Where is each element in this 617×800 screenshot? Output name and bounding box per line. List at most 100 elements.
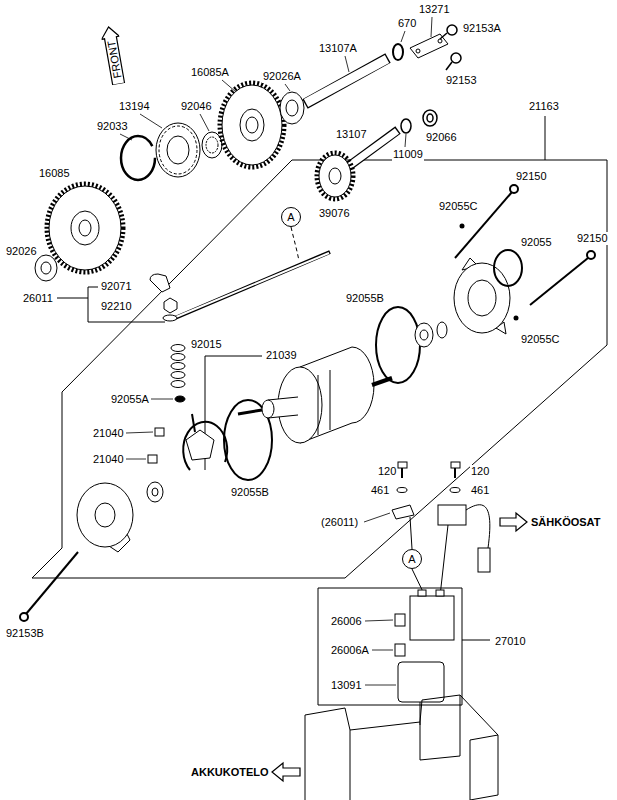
o-ring [494, 250, 522, 286]
through-bolt [587, 251, 595, 259]
callout-number: 21040 [92, 427, 125, 440]
callout-number: 26006 [330, 615, 363, 628]
callout-number: 26006A [330, 644, 370, 657]
brush-holder [155, 428, 164, 436]
bolt [440, 25, 461, 70]
callout-number: 120 [470, 465, 490, 478]
washer-nut [401, 110, 437, 133]
callout-number: 92066 [425, 131, 458, 144]
relay-hardware [466, 505, 490, 548]
snap-ring [121, 136, 155, 180]
washer-nut [423, 110, 437, 126]
direction-text: FRONT [99, 24, 127, 85]
terminal-rod [175, 252, 330, 318]
relay-hardware [478, 548, 490, 572]
callout-number: 92055 [520, 236, 553, 249]
washer-stack [171, 345, 185, 403]
starter-motor [262, 400, 274, 418]
shaft [306, 59, 387, 103]
washer-nut [401, 119, 411, 133]
relay-hardware [450, 488, 460, 493]
direction-arrow [500, 513, 527, 531]
bolt [440, 33, 447, 39]
direction-label: SÄHKÖOSAT [530, 516, 601, 529]
rear-cover [468, 280, 496, 316]
relay-hardware [451, 462, 460, 468]
starter-motor [238, 347, 392, 443]
callout-number: 670 [397, 17, 417, 30]
callout-number: 92055C [438, 200, 479, 213]
gear-39076 [317, 153, 353, 199]
callout-number: 92033 [96, 120, 129, 133]
washer-stack [171, 363, 185, 370]
snap-ring [121, 136, 155, 180]
starter-clutch [167, 136, 189, 164]
shaft [305, 58, 388, 104]
bolt [20, 552, 78, 621]
relay-hardware [395, 614, 405, 626]
group-bracket [32, 116, 607, 578]
gear-39076 [329, 168, 341, 184]
o-ring [393, 44, 403, 60]
reference-circle: A [281, 207, 301, 227]
callout-number: 21040 [92, 453, 125, 466]
front-cover [147, 482, 163, 502]
front-cover [152, 488, 158, 496]
group-bracket [318, 588, 490, 705]
callout-number: 92153B [5, 627, 45, 640]
o-ring [393, 44, 403, 60]
starter-motor [318, 370, 330, 435]
callout-number: 92026 [5, 245, 38, 258]
brush-holder [183, 422, 227, 470]
gear-16085 [47, 184, 123, 272]
rear-cover [420, 330, 428, 340]
o-ring [376, 307, 420, 383]
callout-number: 13107 [335, 128, 368, 141]
gear-16085a [220, 83, 284, 167]
callout-number: 13194 [118, 100, 151, 113]
relay-hardware [392, 505, 414, 519]
bolt [20, 613, 28, 621]
gear-16085a [246, 117, 258, 133]
callout-number: 92153A [462, 22, 502, 35]
starter-clutch [156, 123, 200, 177]
callout-number: 27010 [494, 635, 527, 648]
reference-circle: A [402, 549, 422, 569]
callout-number: 21039 [265, 349, 298, 362]
front-cover [95, 503, 115, 527]
relay-hardware [401, 468, 403, 478]
washer-stack [171, 381, 185, 388]
direction-label: AKKUKOTELO [190, 766, 270, 779]
terminal-rod [150, 274, 170, 292]
starter-motor [238, 410, 262, 414]
callout-number: 13107A [318, 42, 358, 55]
callout-number: 120 [377, 465, 397, 478]
bearing [280, 92, 304, 124]
bolt [26, 552, 78, 614]
arrow-outline [99, 25, 127, 85]
relay-hardware [440, 525, 448, 596]
bolt [447, 25, 457, 35]
reference-line [291, 227, 299, 261]
callout-number: 92055C [520, 333, 561, 346]
callout-number: 16085 [38, 167, 71, 180]
front-arrow: FRONT [99, 24, 127, 85]
reference-line [291, 227, 299, 261]
relay-hardware [438, 505, 466, 525]
relay-hardware [436, 590, 444, 596]
plate [410, 34, 448, 58]
relay-hardware [412, 569, 425, 596]
gear-39076 [319, 155, 351, 197]
washer-stack [175, 396, 185, 402]
callout-number: 92150 [576, 232, 609, 245]
terminal-rod [150, 252, 330, 321]
front-cover [77, 482, 163, 552]
brush-holder [148, 414, 227, 470]
bearing [286, 100, 298, 116]
callout-number: 13271 [418, 3, 451, 16]
callout-number: 92055B [345, 292, 385, 305]
callout-number: 461 [470, 484, 490, 497]
callout-number: 92153 [445, 74, 478, 87]
